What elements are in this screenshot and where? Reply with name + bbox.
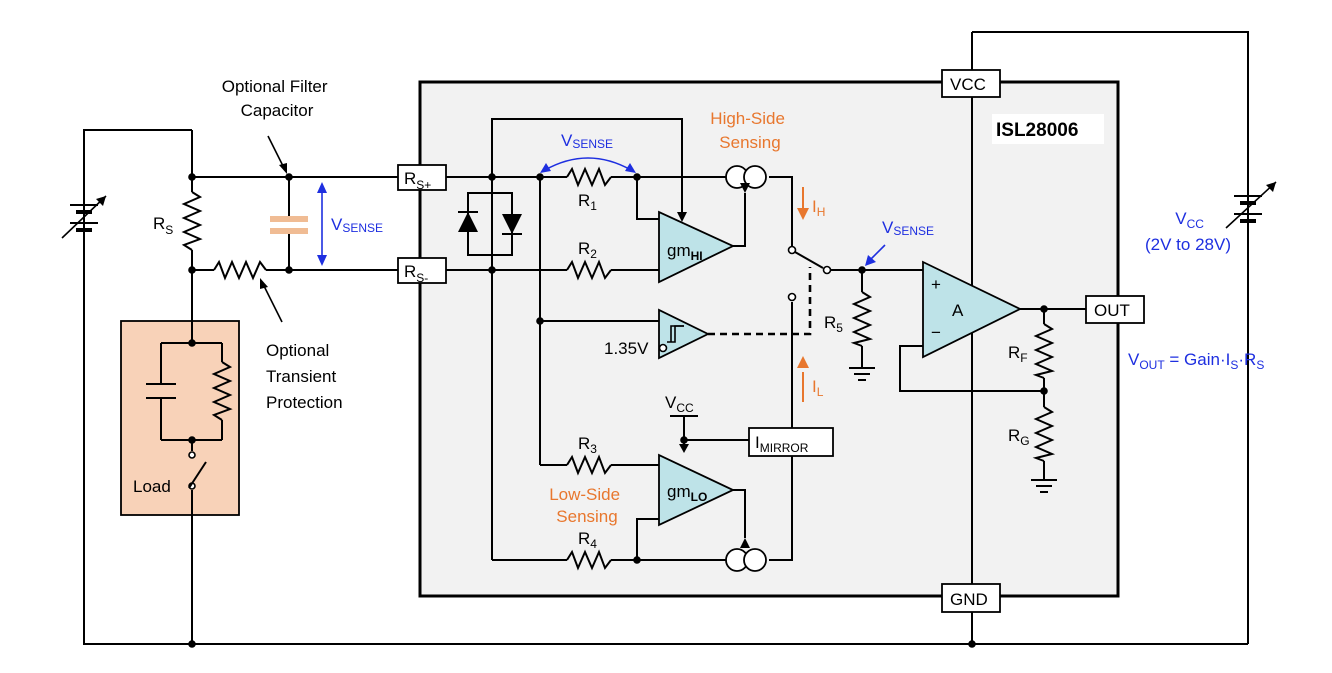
r4-label: R4: [578, 529, 597, 551]
filter-cap-pointer-icon: [267, 135, 287, 174]
amp-a-label: A: [952, 301, 964, 320]
vsense-ext-arrow-icon: [317, 182, 327, 266]
rs-resistor-icon: [181, 191, 203, 251]
high-side-label: High-Side Sensing: [710, 109, 789, 152]
load-label: Load: [133, 477, 171, 496]
r4-resistor-icon: [566, 549, 612, 571]
pin-gnd: GND: [941, 583, 1001, 613]
amplifier-a-icon: [922, 260, 1023, 359]
chip-name: ISL28006: [996, 120, 1078, 141]
ground-r5-icon: [849, 367, 875, 381]
selector-switch-icon: [787, 245, 832, 302]
svg-text:OUT: OUT: [1094, 301, 1130, 320]
battery-left-icon: [61, 195, 107, 239]
diode-pair-icon: [458, 211, 522, 235]
rf-label: RF: [1008, 343, 1028, 365]
gm-hi-amplifier-icon: [658, 210, 736, 284]
vsense-mid-arrow-icon: [865, 244, 886, 266]
il-label: IL: [812, 377, 824, 399]
filter-capacitor-icon: [270, 216, 308, 234]
r1-resistor-icon: [566, 166, 612, 188]
gm-hi-label: gmHI: [667, 241, 703, 263]
svg-text:VCC: VCC: [950, 75, 986, 94]
ih-label: IH: [812, 197, 825, 219]
rs-label: RS: [153, 214, 173, 237]
vsense-top-arrow-icon: [540, 157, 636, 173]
pin-out: OUT: [1085, 295, 1145, 324]
load-capacitor-icon: [146, 383, 176, 399]
hysteresis-icon-inner: [670, 325, 684, 342]
battery-vcc-icon: [1225, 181, 1277, 229]
current-source-hi-icon: [725, 165, 767, 193]
low-side-label: Low-Side Sensing: [549, 485, 625, 526]
r3-label: R3: [578, 434, 597, 456]
load-resistor-icon: [211, 361, 233, 421]
comparator-icon: [658, 308, 711, 360]
r2-label: R2: [578, 239, 597, 261]
svg-text:RS-: RS-: [404, 262, 428, 285]
rf-resistor-icon: [1032, 323, 1056, 379]
vsense-top-label: VSENSE: [561, 131, 613, 151]
vout-equation: VOUT = Gain·IS·RS: [1128, 350, 1264, 372]
svg-text:RS+: RS+: [404, 169, 431, 192]
vcc-internal-arrow-icon: [679, 444, 689, 453]
vsense-ext-label: VSENSE: [331, 215, 383, 235]
filter-cap-label: Optional Filter Capacitor: [222, 77, 333, 120]
gm-lo-label: gmLO: [667, 482, 707, 504]
r3-resistor-icon: [566, 454, 612, 476]
external-wiring: [83, 31, 1249, 645]
ih-arrow-icon: [797, 187, 809, 220]
load-switch-icon: [188, 451, 207, 490]
chip-name-box: [992, 114, 1104, 144]
gm-lo-amplifier-icon: [658, 453, 736, 527]
vcc-internal-label: VCC: [665, 393, 694, 415]
threshold-terminal-icon: [658, 343, 668, 353]
r1-label: R1: [578, 191, 597, 213]
gm-hi-input-arrow-icon: [677, 212, 687, 222]
il-arrow-icon: [797, 356, 809, 402]
pin-vcc: VCC: [941, 69, 1001, 98]
pin-rs-plus: RS+: [397, 164, 447, 192]
vsense-mid-label: VSENSE: [882, 218, 934, 238]
transient-resistor-icon: [213, 259, 267, 281]
pin-rs-minus: RS-: [397, 257, 447, 285]
rg-resistor-icon: [1032, 406, 1056, 462]
ground-rg-icon: [1031, 479, 1057, 493]
r5-label: R5: [824, 313, 843, 335]
svg-text:IMIRROR: IMIRROR: [755, 433, 809, 455]
imirror-block: IMIRROR: [748, 427, 834, 457]
rg-label: RG: [1008, 426, 1030, 448]
threshold-label: 1.35V: [604, 339, 649, 358]
r5-resistor-icon: [850, 291, 874, 347]
r2-resistor-icon: [566, 259, 612, 281]
vcc-supply-label: VCC (2V to 28V): [1145, 209, 1231, 254]
transient-pointer-icon: [260, 278, 283, 323]
svg-text:GND: GND: [950, 590, 988, 609]
transient-label: Optional Transient Protection: [266, 341, 343, 412]
amp-minus-label: −: [931, 323, 941, 342]
comparator-control-line: [708, 267, 812, 336]
amp-plus-label: +: [931, 275, 941, 294]
chip-body: [418, 80, 1120, 598]
junction-dots: [188, 173, 1048, 648]
current-source-lo-icon: [725, 538, 767, 572]
